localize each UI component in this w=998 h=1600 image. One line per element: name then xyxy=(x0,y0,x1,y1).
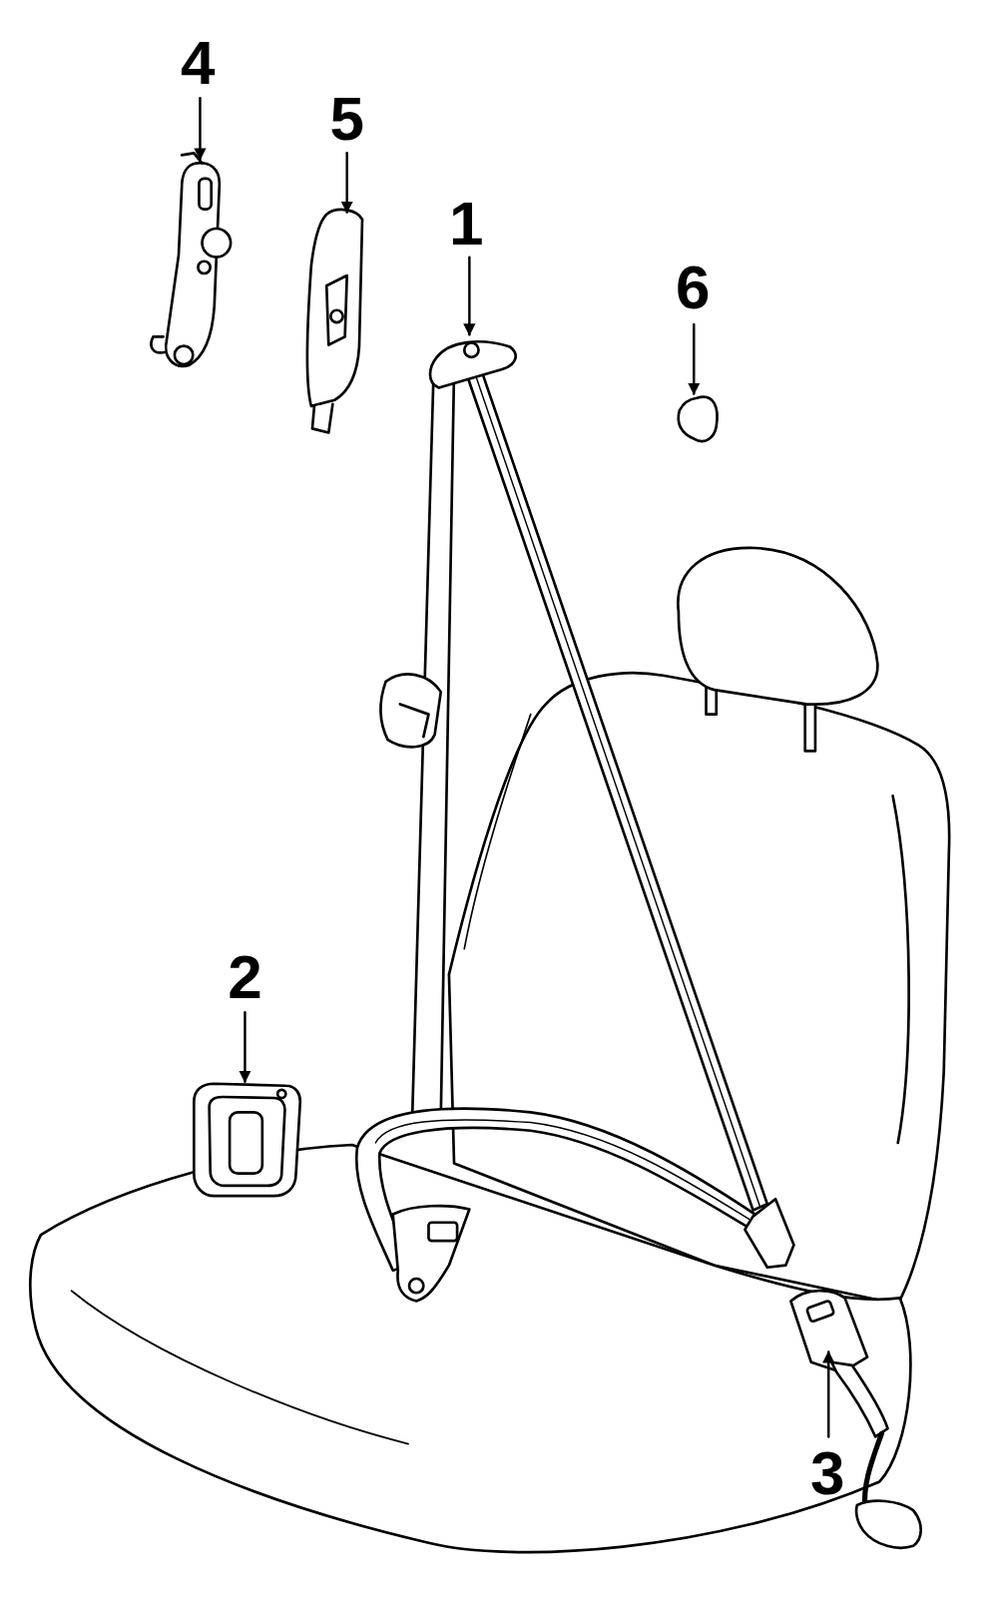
bezel xyxy=(193,1083,300,1196)
height-adjuster xyxy=(150,152,231,366)
cap xyxy=(678,397,718,442)
buckle xyxy=(790,1290,921,1548)
adjuster-cover xyxy=(307,209,363,433)
seat-belt-assembly xyxy=(356,341,794,1301)
callout-number: 6 xyxy=(675,256,710,319)
leader-lines xyxy=(199,97,829,1437)
callout-number: 1 xyxy=(449,192,484,255)
callout-number: 4 xyxy=(180,31,215,94)
callout-number: 5 xyxy=(329,87,364,150)
callout-number: 3 xyxy=(810,1442,845,1504)
callout-number: 2 xyxy=(227,946,262,1008)
headrest xyxy=(677,547,878,752)
seat-cushion xyxy=(29,1144,911,1552)
